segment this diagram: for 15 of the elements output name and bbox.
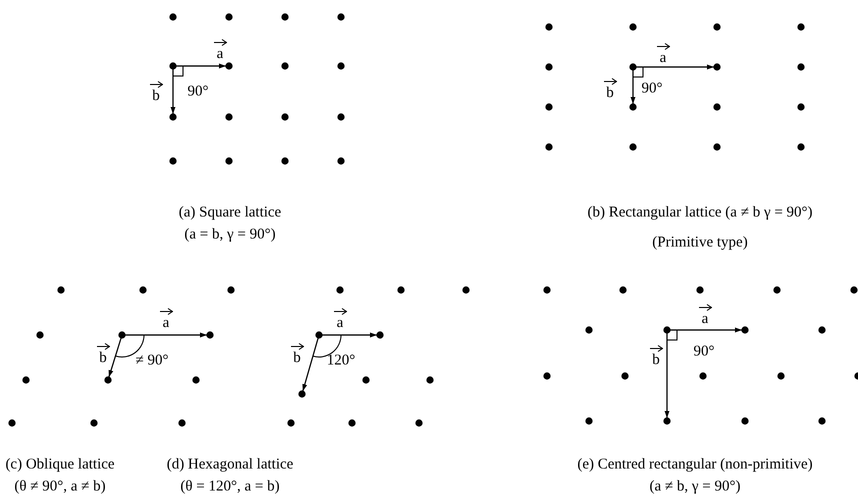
caption-condition: (a ≠ b, γ = 90°)	[650, 478, 740, 496]
angle-label: 90°	[642, 80, 662, 98]
figure-caption: (a) Square lattice	[178, 204, 282, 222]
caption-condition: (a = b, γ = 90°)	[184, 226, 276, 244]
figure-caption: (e) Centred rectangular (non-primitive)	[577, 456, 813, 474]
figure-caption: (b) Rectangular lattice (a ≠ b γ = 90°)	[587, 204, 813, 222]
caption-note: (Primitive type)	[652, 234, 748, 252]
angle-label: ≠ 90°	[136, 352, 168, 370]
caption-condition: (θ = 120°, a = b)	[180, 478, 280, 496]
angle-label: 90°	[694, 344, 714, 360]
caption-condition: (θ ≠ 90°, a ≠ b)	[14, 478, 106, 496]
angle-label: 120°	[326, 352, 356, 370]
figure-caption: (c) Oblique lattice	[5, 456, 115, 474]
figure-caption: (d) Hexagonal lattice	[166, 456, 294, 474]
angle-label: 90°	[188, 84, 208, 100]
